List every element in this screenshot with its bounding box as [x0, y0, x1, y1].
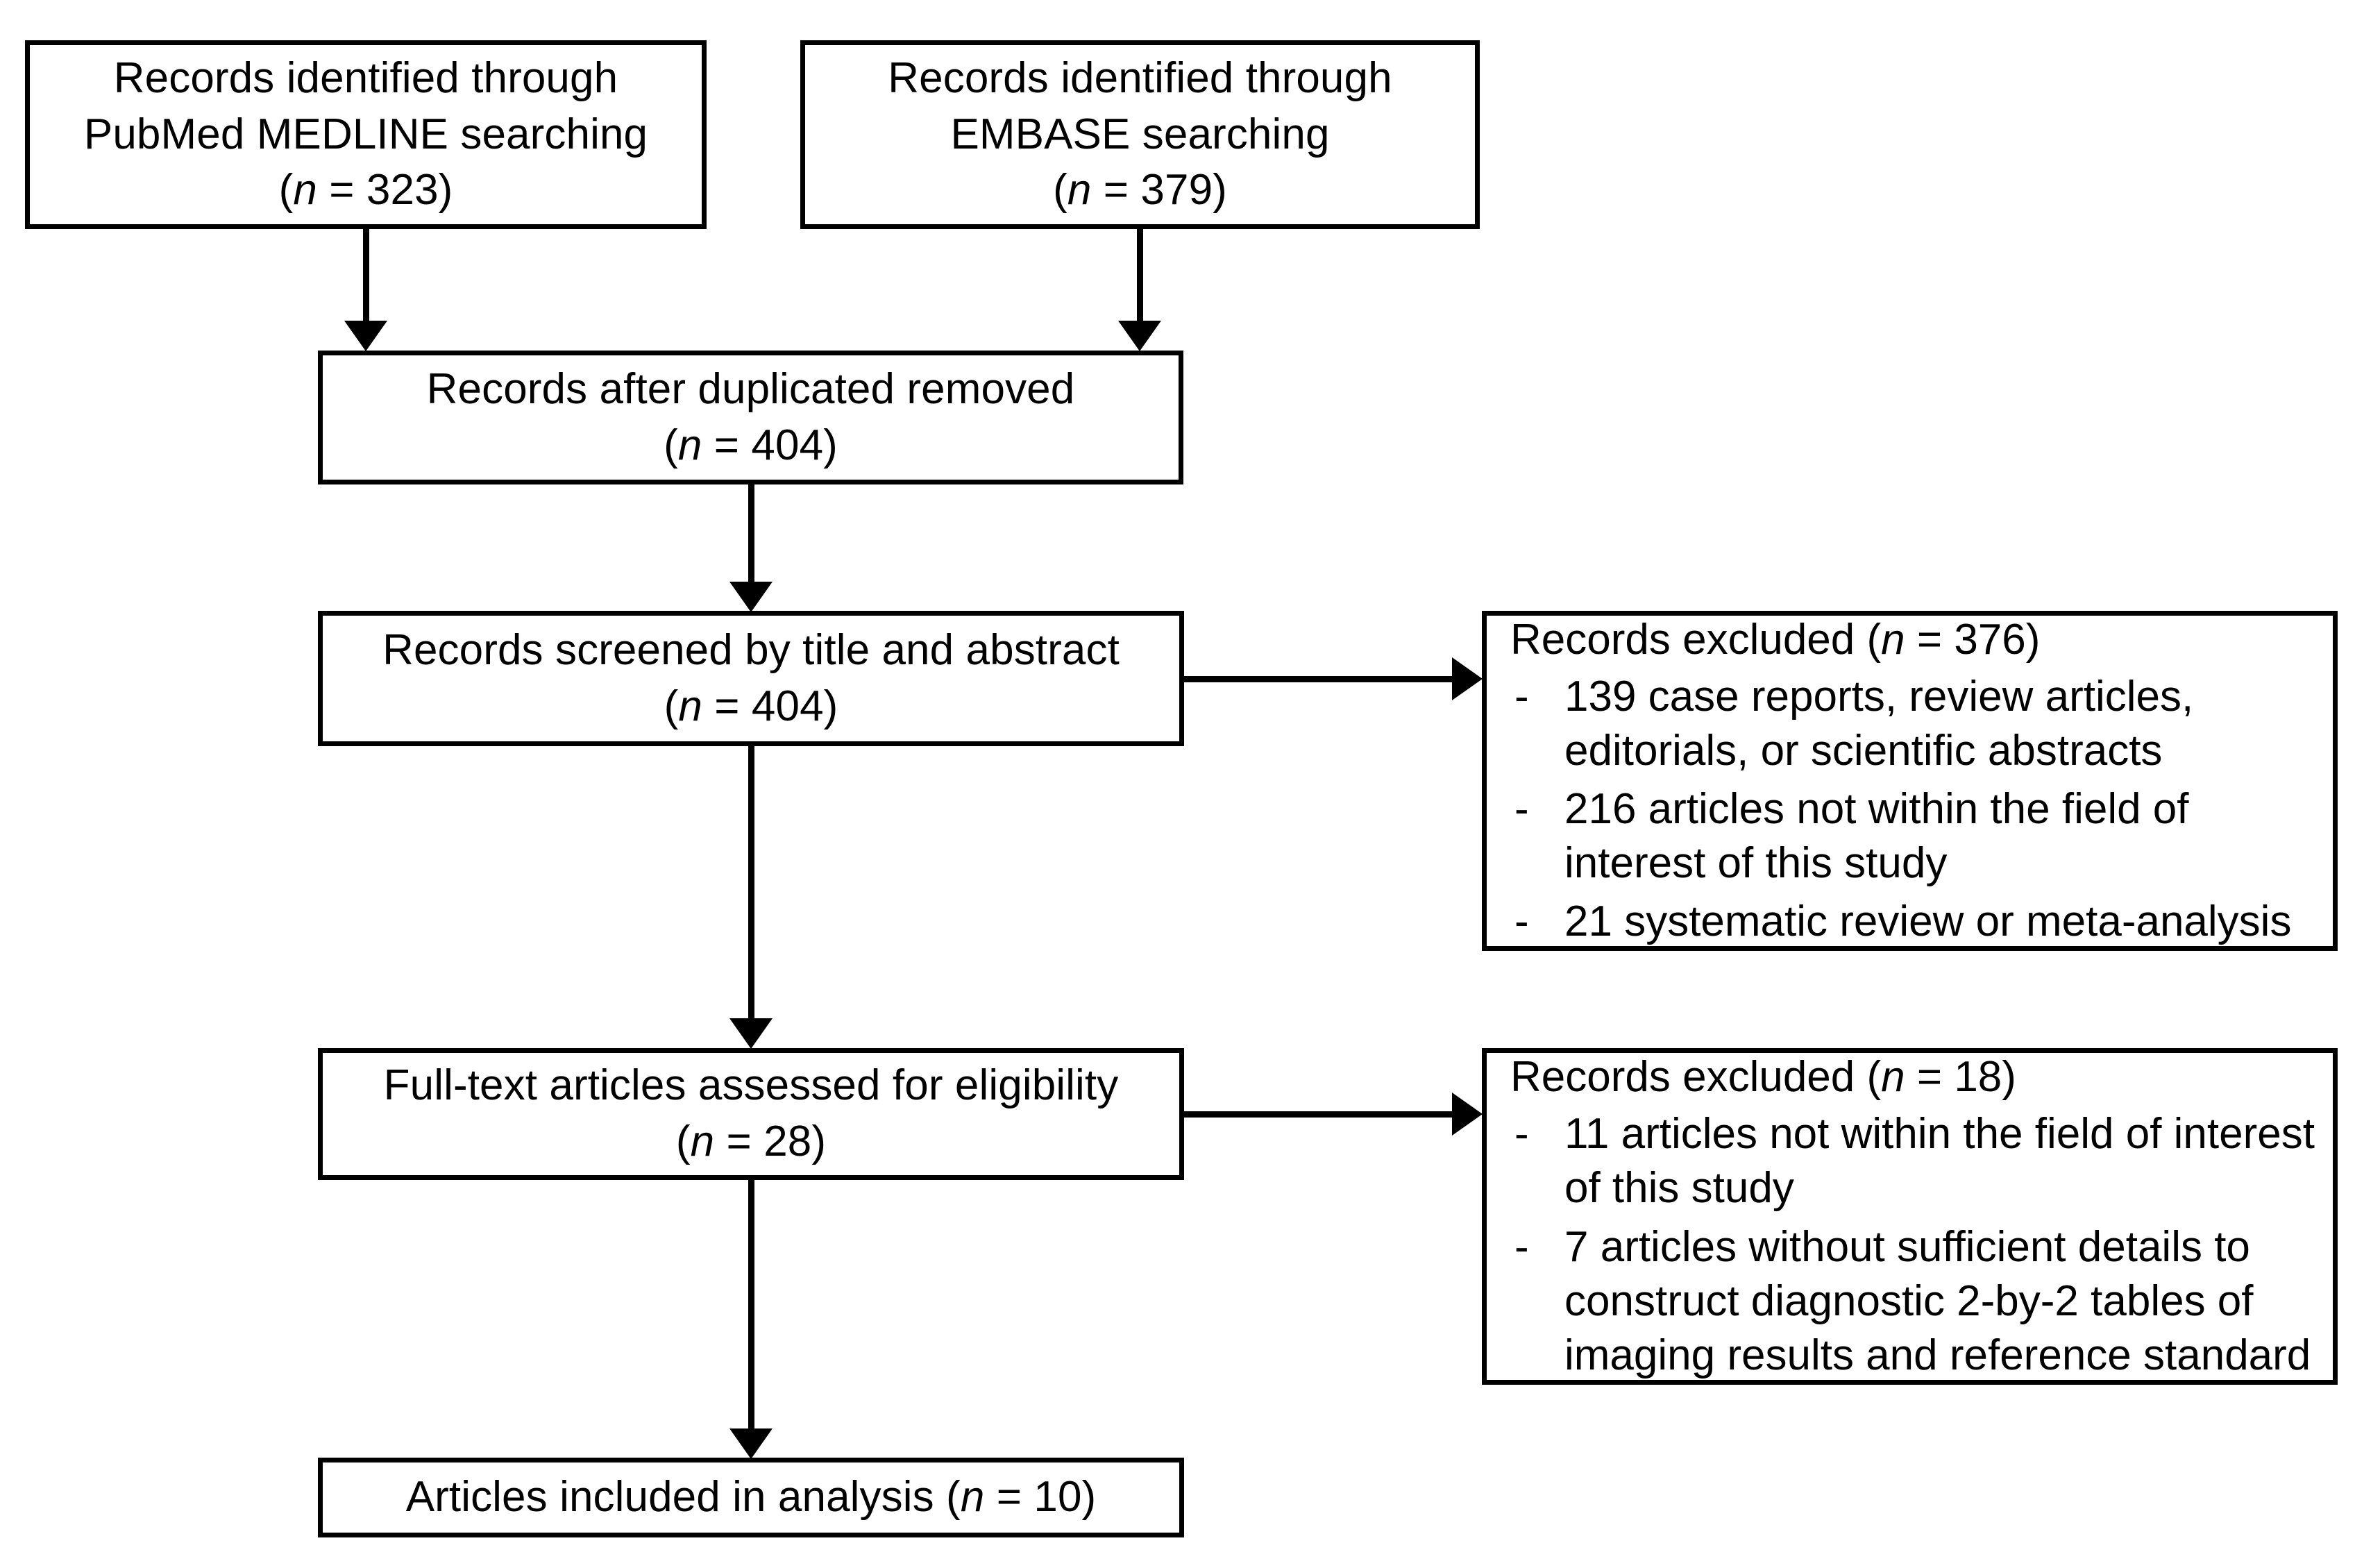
n-symbol: n	[678, 682, 702, 730]
box-records-excluded-screening-title: Records excluded (n = 376)	[1510, 615, 2041, 664]
bullet-dash-icon: -	[1514, 1110, 1529, 1158]
connector-fulltext-to-excluded-eligibility	[1180, 1111, 1458, 1118]
box-records-excluded-eligibility: Records excluded (n = 18) - 11 articles …	[1482, 1048, 2338, 1385]
box-records-pubmed: Records identified through PubMed MEDLIN…	[25, 40, 707, 229]
box-records-after-duplicates: Records after duplicated removed (n = 40…	[318, 351, 1183, 484]
box-records-pubmed-line1: Records identified through	[113, 54, 618, 103]
box-records-excluded-screening-count: 376	[1954, 615, 2026, 664]
box-records-after-duplicates-line1: Records after duplicated removed	[426, 364, 1075, 413]
n-symbol: n	[1067, 166, 1092, 214]
arrowhead-pubmed-to-duplicates	[344, 321, 387, 351]
list-item: - 216 articles not within the field of i…	[1510, 782, 2315, 891]
list-item-text: 7 articles without sufficient details to…	[1564, 1222, 2311, 1379]
arrowhead-embase-to-duplicates	[1118, 321, 1161, 351]
box-records-excluded-eligibility-title: Records excluded (n = 18)	[1510, 1053, 2016, 1102]
list-item: - 7 articles without sufficient details …	[1510, 1220, 2315, 1383]
box-fulltext-assessed-line1: Full-text articles assessed for eligibil…	[383, 1061, 1119, 1110]
connector-embase-to-duplicates	[1137, 229, 1143, 323]
box-records-screened: Records screened by title and abstract (…	[318, 611, 1184, 746]
arrowhead-fulltext-to-excluded-eligibility	[1452, 1093, 1483, 1136]
n-symbol: n	[960, 1473, 985, 1521]
excluded-screening-list: - 139 case reports, review articles, edi…	[1510, 670, 2315, 950]
box-records-embase: Records identified through EMBASE search…	[800, 40, 1480, 229]
connector-screened-to-excluded-screening	[1180, 676, 1458, 682]
list-item-text: 216 articles not within the field of int…	[1564, 785, 2189, 888]
box-fulltext-assessed-count: (n = 28)	[675, 1118, 827, 1165]
box-fulltext-assessed-count-value: 28	[763, 1118, 812, 1165]
box-articles-included: Articles included in analysis (n = 10)	[318, 1458, 1184, 1537]
box-records-embase-line1: Records identified through	[888, 54, 1392, 103]
excluded-eligibility-list: - 11 articles not within the field of in…	[1510, 1107, 2315, 1383]
box-records-after-duplicates-count-value: 404	[751, 421, 824, 469]
box-articles-included-count: 10	[1033, 1473, 1082, 1521]
list-item-text: 21 systematic review or meta-analysis	[1564, 897, 2292, 946]
box-records-embase-count-value: 379	[1140, 166, 1213, 214]
box-records-screened-count-value: 404	[751, 682, 824, 730]
box-records-excluded-screening: Records excluded (n = 376) - 139 case re…	[1482, 611, 2338, 951]
arrowhead-fulltext-to-included	[729, 1428, 773, 1459]
box-records-embase-line2: EMBASE searching	[950, 110, 1330, 158]
box-records-screened-count: (n = 404)	[664, 682, 838, 730]
box-records-pubmed-count: (n = 323)	[278, 166, 453, 214]
n-symbol: n	[690, 1118, 715, 1165]
connector-duplicates-to-screened	[748, 484, 754, 585]
box-records-excluded-eligibility-count: 18	[1954, 1053, 2002, 1102]
box-records-embase-count: (n = 379)	[1053, 166, 1227, 214]
list-item: - 11 articles not within the field of in…	[1510, 1107, 2315, 1215]
list-item: - 139 case reports, review articles, edi…	[1510, 670, 2315, 778]
box-records-pubmed-count-value: 323	[366, 166, 439, 214]
arrowhead-screened-to-fulltext	[729, 1018, 773, 1049]
connector-screened-to-fulltext	[748, 746, 754, 1020]
box-records-after-duplicates-count: (n = 404)	[664, 421, 838, 469]
bullet-dash-icon: -	[1514, 785, 1529, 833]
list-item-text: 139 case reports, review articles, edito…	[1564, 672, 2194, 775]
n-symbol: n	[677, 421, 702, 469]
bullet-dash-icon: -	[1514, 897, 1529, 946]
arrowhead-duplicates-to-screened	[729, 582, 773, 612]
connector-fulltext-to-included	[748, 1180, 754, 1431]
bullet-dash-icon: -	[1514, 1222, 1529, 1271]
n-symbol: n	[1881, 1053, 1905, 1102]
box-articles-included-line1: Articles included in analysis (n = 10)	[405, 1473, 1097, 1521]
connector-pubmed-to-duplicates	[363, 229, 369, 323]
n-symbol: n	[293, 166, 317, 214]
box-fulltext-assessed: Full-text articles assessed for eligibil…	[318, 1048, 1184, 1180]
bullet-dash-icon: -	[1514, 672, 1529, 720]
box-records-pubmed-line2: PubMed MEDLINE searching	[83, 110, 648, 158]
box-records-screened-line1: Records screened by title and abstract	[382, 625, 1120, 674]
arrowhead-screened-to-excluded-screening	[1452, 657, 1483, 700]
list-item-text: 11 articles not within the field of inte…	[1564, 1110, 2315, 1213]
n-symbol: n	[1881, 615, 1905, 664]
list-item: - 21 systematic review or meta-analysis	[1510, 895, 2315, 949]
